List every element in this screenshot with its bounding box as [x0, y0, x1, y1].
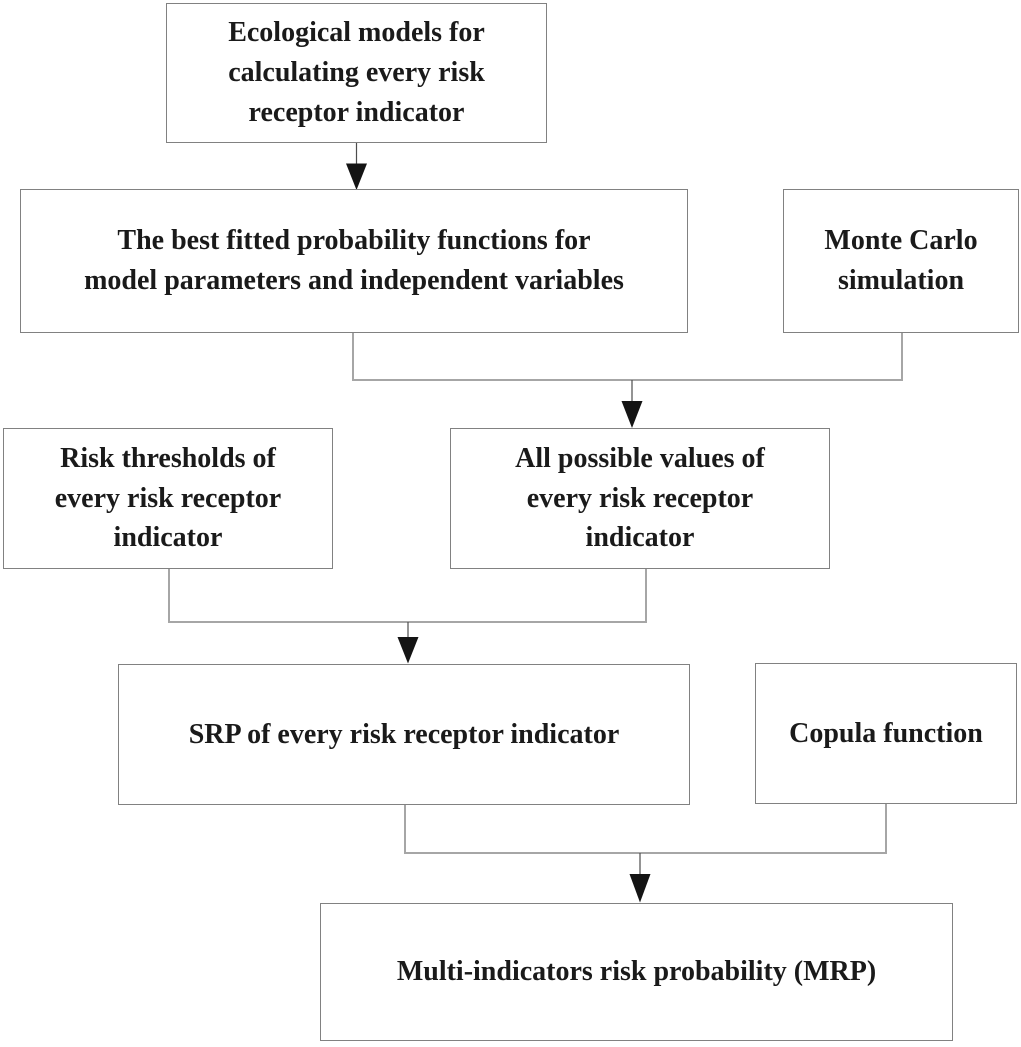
node-label: Multi-indicators risk probability (MRP) — [396, 956, 877, 988]
connector-ecological-to-fitted — [346, 143, 367, 190]
node-label: SRP of every risk receptor indicator — [188, 718, 620, 750]
node-ecological-models: Ecological models for calculating every … — [166, 3, 547, 143]
node-copula-function: Copula function — [755, 663, 1017, 804]
node-srp: SRP of every risk receptor indicator — [118, 664, 690, 805]
arrowhead-down-icon — [346, 163, 367, 190]
node-label: All possible values of every risk recept… — [515, 442, 765, 554]
node-monte-carlo-simulation: Monte Carlo simulation — [783, 189, 1019, 333]
node-label: Monte Carlo simulation — [824, 225, 978, 296]
node-all-possible-values: All possible values of every risk recept… — [450, 428, 830, 569]
node-fitted-probability-functions: The best fitted probability functions fo… — [20, 189, 688, 333]
node-mrp: Multi-indicators risk probability (MRP) — [320, 903, 953, 1041]
node-label: Risk thresholds of every risk receptor i… — [54, 442, 282, 554]
node-risk-thresholds: Risk thresholds of every risk receptor i… — [3, 428, 333, 569]
node-label: Ecological models for calculating every … — [228, 17, 485, 128]
connector-srp-copula-to-mrp — [404, 804, 887, 903]
node-label: Copula function — [789, 717, 983, 749]
connector-thresholds-allvalues-to-srp — [168, 569, 647, 664]
connector-fitted-montecarlo-to-allvalues — [352, 333, 903, 428]
arrowhead-down-icon — [629, 874, 651, 903]
arrowhead-down-icon — [397, 637, 419, 664]
arrowhead-down-icon — [621, 401, 643, 428]
node-label: The best fitted probability functions fo… — [84, 225, 624, 296]
